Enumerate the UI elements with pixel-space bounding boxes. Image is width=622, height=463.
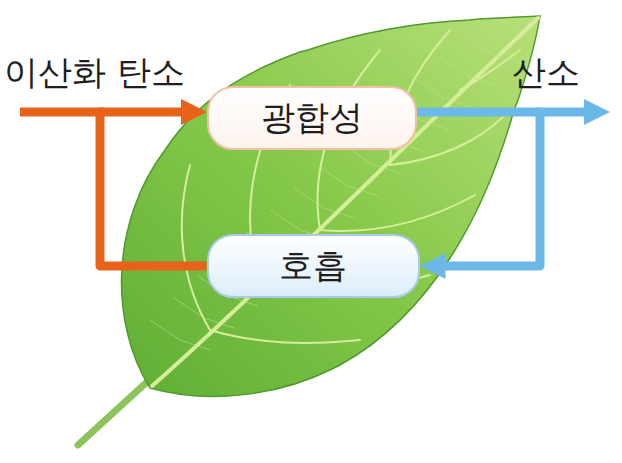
co2-return-arrow: [100, 112, 207, 266]
leaf-vein-net: [150, 34, 522, 350]
node-text: 호흡: [279, 247, 347, 284]
process-box: 광합성: [207, 86, 417, 150]
co2-label: 이산화 탄소: [4, 54, 185, 91]
o2-use-arrow: [417, 112, 540, 266]
process-box: 호흡: [207, 234, 420, 298]
leaf-veins: [152, 18, 538, 386]
co2-in-line: [20, 108, 104, 117]
node-text: 광합성: [261, 99, 363, 136]
o2-label: 산소: [512, 54, 580, 91]
o2-out-arrow: [536, 108, 598, 117]
